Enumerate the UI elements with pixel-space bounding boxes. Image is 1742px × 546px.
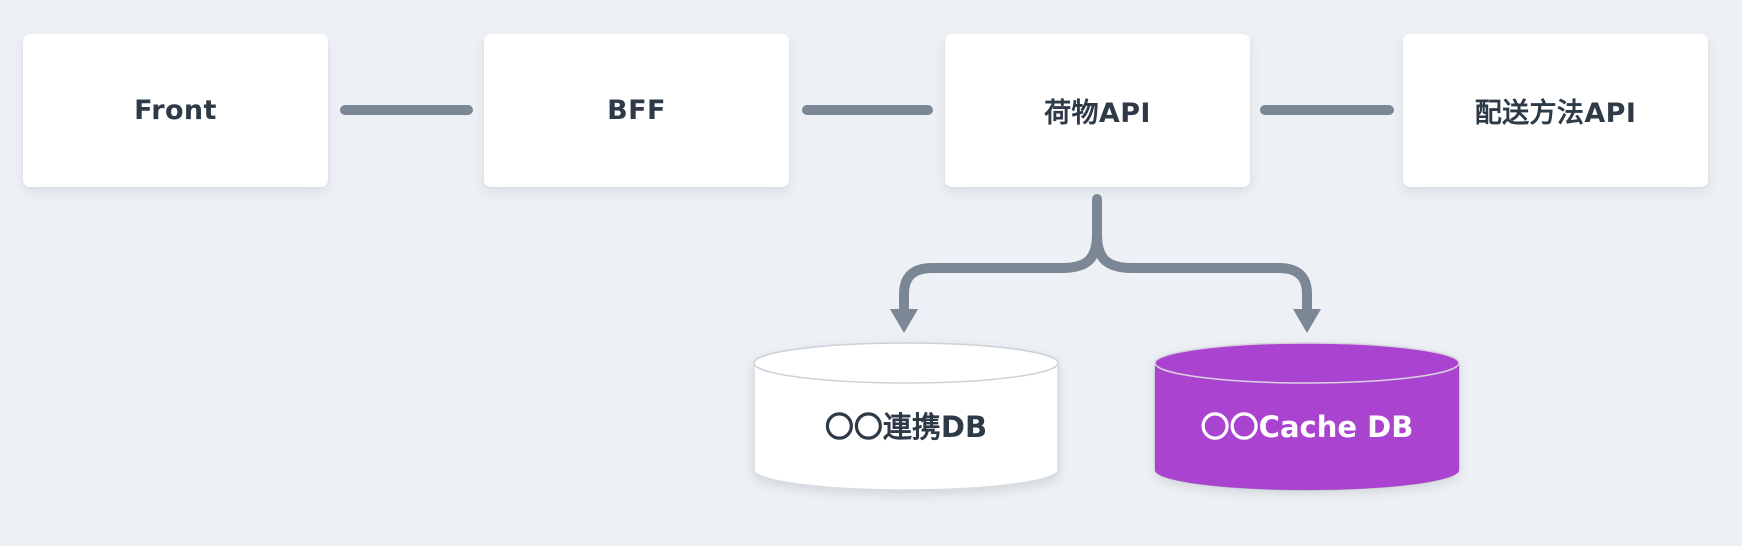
cylinder-body [1154,363,1460,491]
arrowhead-right-icon [1293,309,1321,333]
node-haisou-api-label: 配送方法API [1474,98,1637,129]
node-front: Front [23,34,328,187]
cylinder-top [753,342,1059,384]
db-cache-label: 〇〇Cache DB [1200,410,1414,444]
node-nimotsu-api: 荷物API [945,34,1250,187]
branch-right [1092,229,1312,316]
edge-bff-nimotsu [802,105,933,115]
db-renkei-cylinder: 〇〇連携DB [752,342,1060,492]
db-renkei-label: 〇〇連携DB [824,410,988,444]
node-haisou-api: 配送方法API [1403,34,1708,187]
cylinder-top [1154,342,1460,384]
node-bff: BFF [484,34,789,187]
node-front-label: Front [134,95,217,126]
node-nimotsu-api-label: 荷物API [1044,98,1151,129]
branch-left [899,229,1102,316]
db-cache-shape [1154,342,1460,491]
db-cache-cylinder: 〇〇Cache DB [1153,342,1461,492]
db-renkei-shape [753,342,1059,491]
arrowhead-left-icon [890,309,918,333]
edge-nimotsu-haisou [1260,105,1394,115]
node-bff-label: BFF [607,95,666,126]
cylinder-body [753,363,1059,491]
edge-front-bff [340,105,473,115]
